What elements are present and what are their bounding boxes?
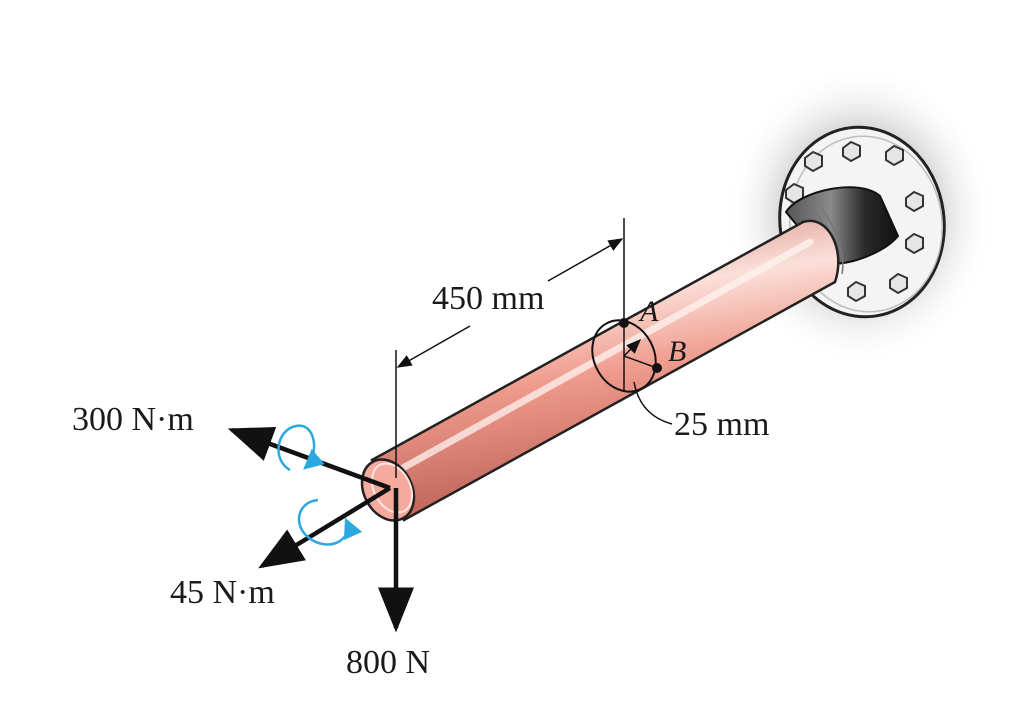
bolt-icons — [785, 140, 924, 303]
radius-label: 25 mm — [674, 406, 770, 443]
moment-vector — [258, 486, 392, 569]
force-label: 800 N — [346, 644, 431, 681]
point-b-label: B — [668, 335, 687, 368]
torque-label: 300 N·m — [72, 401, 194, 438]
bending-moment-label: 45 N·m — [170, 574, 275, 611]
rotation-arrows — [277, 424, 363, 546]
moment-rotation-icon — [297, 498, 363, 546]
torque-rotation-icon — [277, 424, 325, 472]
point-a-marker — [619, 318, 629, 328]
point-b-marker — [652, 363, 662, 373]
length-label: 450 mm — [432, 280, 545, 317]
point-a-label: A — [640, 295, 659, 328]
section-circle — [591, 318, 673, 425]
shaft — [360, 219, 840, 522]
length-dimension — [395, 218, 625, 478]
